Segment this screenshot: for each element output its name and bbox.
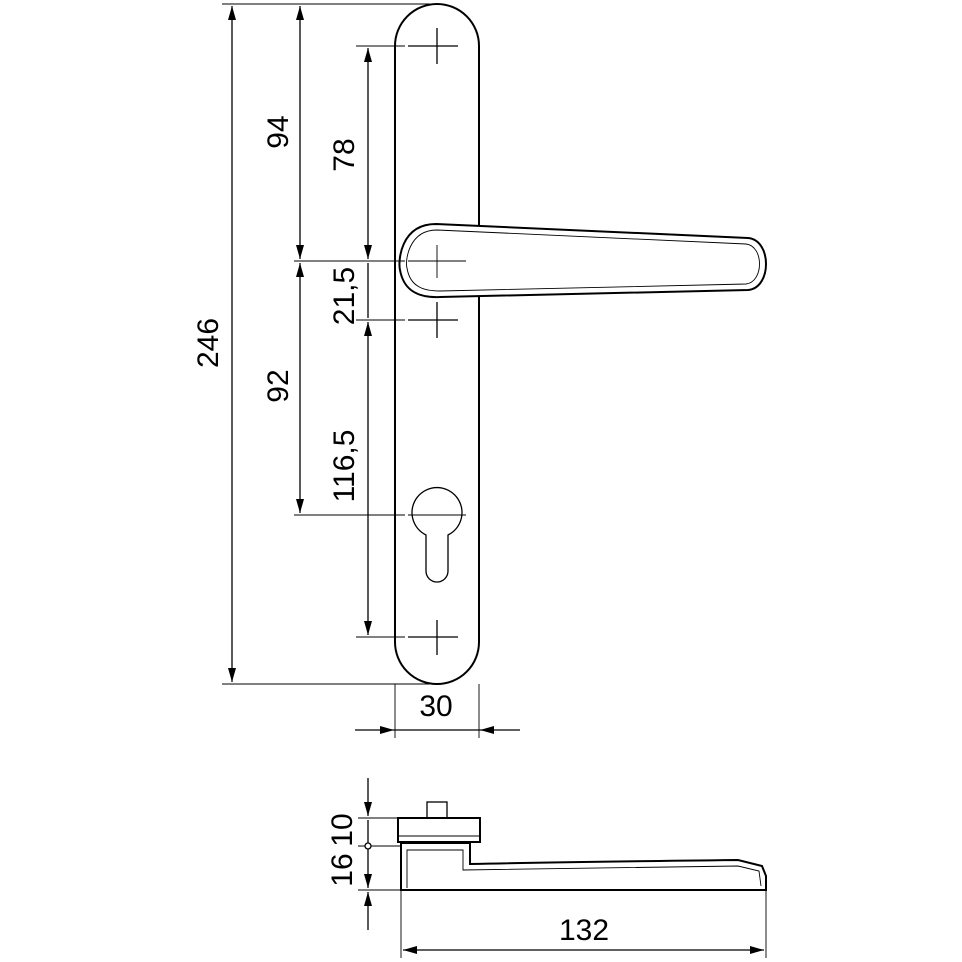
lever-body-detail [406, 849, 762, 888]
side-dimension-lines [364, 778, 764, 954]
dim-label-78: 78 [328, 138, 361, 171]
front-view: 246 94 78 21,5 92 116,5 30 [192, 3, 767, 738]
dim-point-mark [364, 842, 372, 850]
side-view: 10 16 132 [326, 778, 767, 958]
dim-label-21-5: 21,5 [328, 267, 361, 325]
dim-label-30: 30 [419, 690, 452, 723]
dim-label-246: 246 [192, 318, 225, 368]
dim-label-132: 132 [559, 914, 609, 947]
dim-label-10: 10 [326, 813, 359, 846]
extension-lines [222, 3, 480, 738]
dim-label-116-5: 116,5 [328, 430, 361, 503]
lever-body [400, 842, 767, 891]
dim-label-94: 94 [262, 115, 295, 148]
bottom-screw-hole [408, 620, 458, 655]
top-screw-hole [408, 28, 458, 64]
dim-label-16: 16 [326, 853, 359, 886]
backplate [394, 3, 480, 685]
lever-handle [398, 222, 767, 299]
cylinder-cutout [411, 486, 463, 583]
middle-screw-hole [408, 302, 458, 338]
dimension-lines [228, 6, 520, 734]
rose [397, 817, 481, 843]
dim-label-92: 92 [262, 369, 295, 402]
handle-axis-mark [408, 245, 466, 278]
